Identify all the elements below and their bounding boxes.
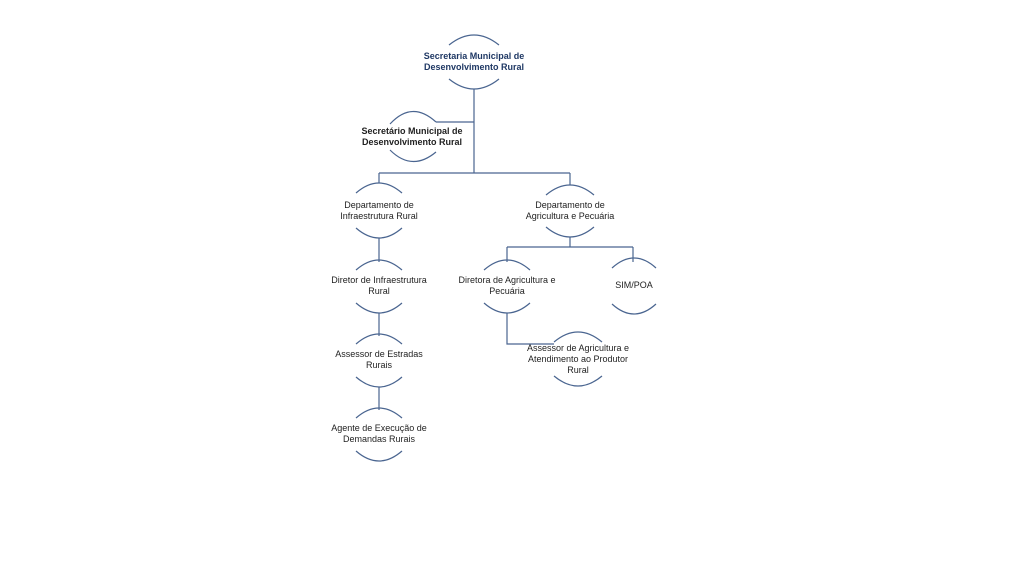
assessor-agri-top-arc xyxy=(553,331,603,343)
dir-infra-top-arc xyxy=(355,259,403,271)
node-dir-infra: Diretor de Infraestrutura Rural xyxy=(331,275,427,296)
dep-agri-bottom-arc xyxy=(545,226,595,238)
sim-poa-bottom-arc xyxy=(611,303,657,315)
node-dep-agri: Departamento de Agricultura e Pecuária xyxy=(525,200,615,221)
secretario-bottom-arc xyxy=(389,149,437,163)
assessor-estradas-bottom-arc xyxy=(355,376,403,388)
node-sim-poa: SIM/POA xyxy=(615,280,653,290)
node-secretaria: Secretaria Municipal de Desenvolvimento … xyxy=(423,51,525,72)
diretora-agri-bottom-arc xyxy=(483,302,531,314)
dir-infra-bottom-arc xyxy=(355,302,403,314)
assessor-agri-bottom-arc xyxy=(553,375,603,387)
dep-infra-bottom-arc xyxy=(355,227,403,239)
dep-infra-top-arc xyxy=(355,182,403,194)
node-assessor-estradas: Assessor de Estradas Rurais xyxy=(335,349,423,370)
secretario-top-arc xyxy=(389,110,437,125)
sim-poa-top-arc xyxy=(611,257,657,269)
node-diretora-agri: Diretora de Agricultura e Pecuária xyxy=(458,275,556,296)
agente-top-arc xyxy=(355,407,403,419)
node-dep-infra: Departamento de Infraestrutura Rural xyxy=(340,200,418,221)
dep-agri-top-arc xyxy=(545,184,595,196)
agente-bottom-arc xyxy=(355,450,403,462)
secretaria-bottom-arc xyxy=(448,78,500,90)
diretora-chain xyxy=(506,313,554,345)
node-assessor-agri: Assessor de Agricultura e Atendimento ao… xyxy=(526,343,630,375)
node-secretario: Secretário Municipal de Desenvolvimento … xyxy=(361,126,463,147)
secretaria-top-arc xyxy=(448,34,500,46)
diretora-agri-top-arc xyxy=(483,259,531,271)
node-agente: Agente de Execução de Demandas Rurais xyxy=(331,423,427,444)
assessor-estradas-top-arc xyxy=(355,333,403,345)
